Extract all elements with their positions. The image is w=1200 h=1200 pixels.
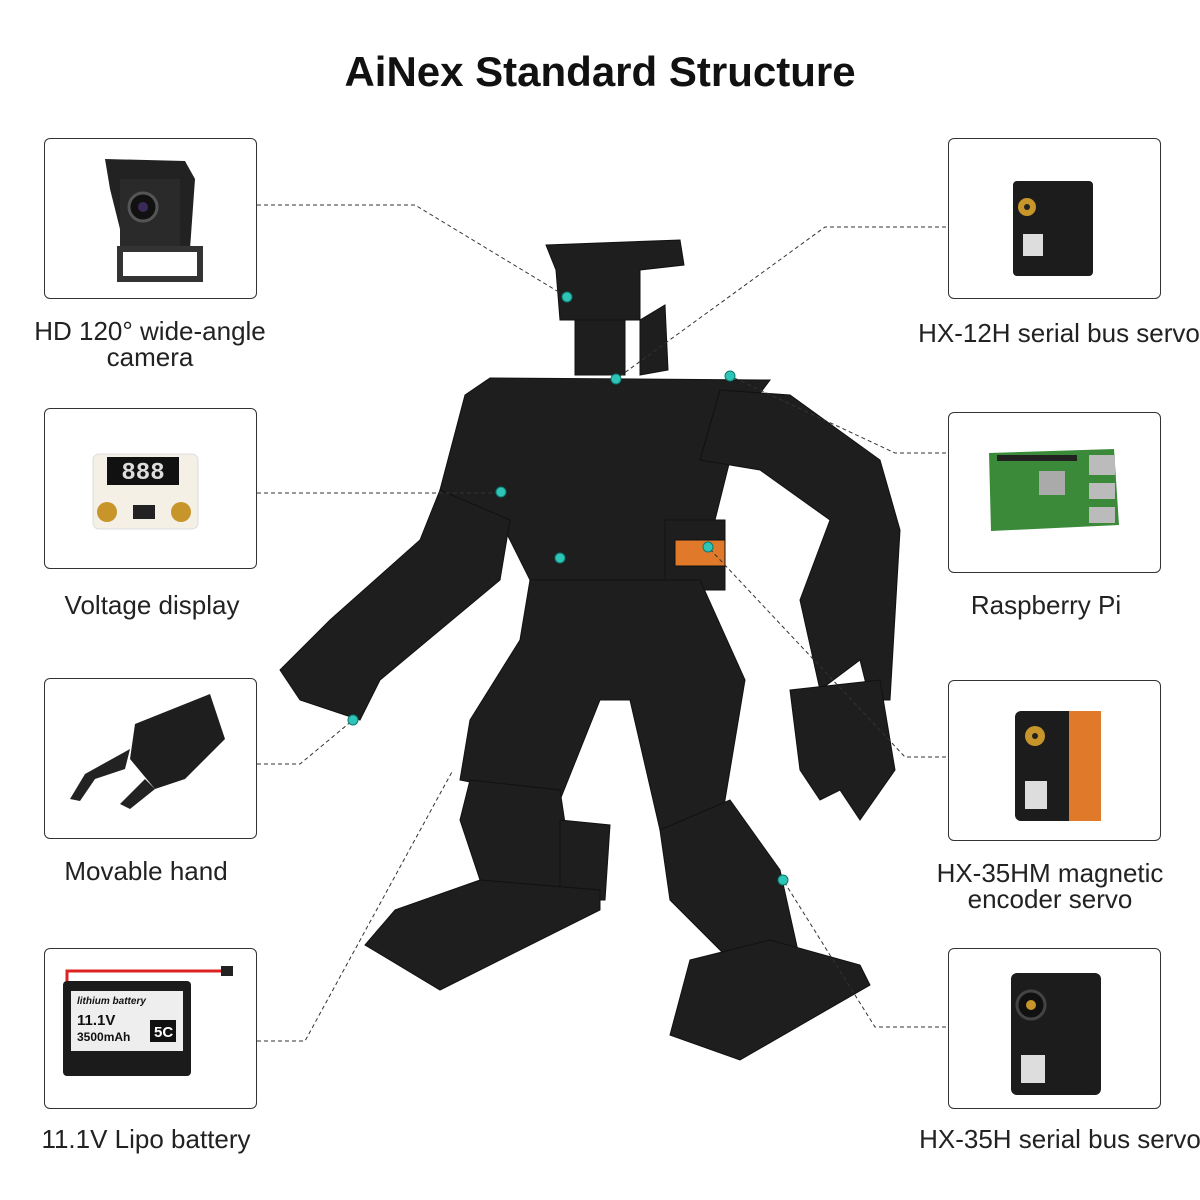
servo-icon (1011, 973, 1101, 1095)
battery-icon: lithium battery 11.1V 3500mAh 5C (63, 966, 233, 1076)
voltage-display-label: Voltage display (64, 590, 240, 620)
servo-icon (1013, 181, 1093, 276)
hx35hm-label: HX-35HM magnetic encoder servo (936, 858, 1164, 914)
hand-image-box (44, 678, 257, 839)
servo-icon (1015, 711, 1101, 821)
hand-icon (70, 694, 225, 809)
hx12h-image-box (948, 138, 1161, 299)
camera-icon (105, 159, 203, 282)
page-title: AiNex Standard Structure (344, 48, 856, 95)
raspberry-pi-label: Raspberry Pi (970, 590, 1122, 620)
callout-dots (347, 291, 789, 886)
battery-label: 11.1V Lipo battery (41, 1124, 251, 1154)
hx35h-label: HX-35H serial bus servo (919, 1124, 1200, 1154)
hx12h-label: HX-12H serial bus servo (918, 318, 1200, 348)
raspberry-pi-image-box (948, 412, 1161, 573)
svg-text:5C: 5C (154, 1024, 173, 1041)
svg-text:11.1V: 11.1V (77, 1012, 115, 1029)
camera-image-box (44, 138, 257, 299)
battery-image-box: lithium battery 11.1V 3500mAh 5C (44, 948, 257, 1109)
hand-label: Movable hand (64, 856, 228, 886)
hx35h-image-box (948, 948, 1161, 1109)
voltage-display-icon: 888 (92, 453, 199, 530)
camera-label: HD 120° wide-angle camera (34, 316, 266, 372)
svg-text:lithium battery: lithium battery (77, 996, 146, 1007)
svg-text:888: 888 (121, 460, 164, 487)
svg-text:3500mAh: 3500mAh (77, 1030, 130, 1044)
raspberry-pi-icon (989, 449, 1119, 531)
voltage-display-image-box: 888 (44, 408, 257, 569)
hx35hm-image-box (948, 680, 1161, 841)
